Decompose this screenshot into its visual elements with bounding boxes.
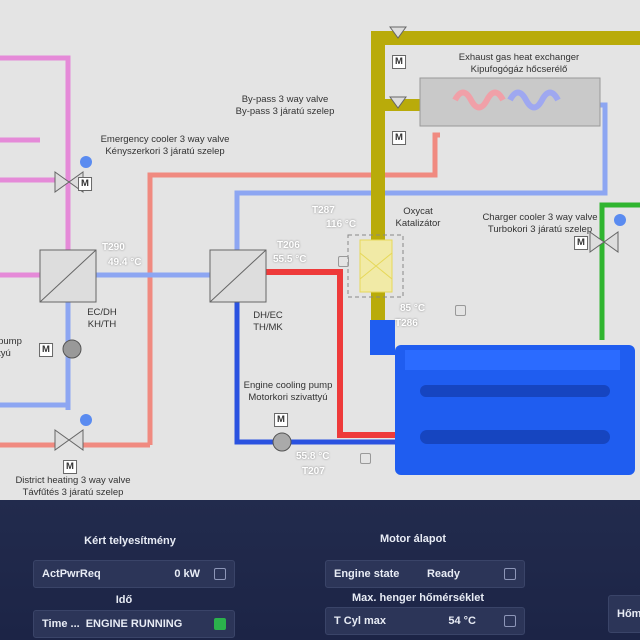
heat-exchanger-ec-dh[interactable] [39, 249, 97, 303]
motor-icon: M [574, 236, 588, 250]
motor-icon: M [39, 343, 53, 357]
t286-tag: T286 [395, 318, 418, 329]
edit-icon[interactable] [214, 568, 226, 580]
exhaust-heat-exchanger[interactable] [419, 77, 601, 127]
motor-icon: M [63, 460, 77, 474]
max-cyl-temp-heading: Max. henger hőmérséklet [351, 592, 485, 604]
edit-icon[interactable] [455, 305, 466, 316]
edit-icon[interactable] [360, 453, 371, 464]
field-value: 54 °C [448, 615, 476, 627]
edit-icon[interactable] [504, 568, 516, 580]
engine-state-field[interactable]: Engine state Ready [325, 560, 525, 588]
pump-left[interactable] [62, 339, 82, 359]
t206-value: 55.5 °C [273, 254, 307, 265]
field-label: Hőm [617, 608, 640, 620]
engine-cooling-outlet-pipe [265, 269, 395, 438]
pump-left-label: pumptyú [0, 336, 22, 359]
oxycat-catalyst[interactable] [347, 234, 404, 298]
requested-power-field[interactable]: ActPwrReq 0 kW [33, 560, 235, 588]
field-label: Engine state [334, 568, 400, 580]
temperature-field-partial[interactable]: Hőm [608, 595, 640, 633]
field-label: T Cyl max [334, 615, 386, 627]
salmon-circuit [0, 132, 440, 448]
valves[interactable] [54, 26, 619, 451]
t287-tag: T287 [312, 205, 335, 216]
lightblue-circuit [0, 102, 608, 410]
motor-icon: M [274, 413, 288, 427]
engine-cooling-pump[interactable] [272, 432, 292, 452]
valve-status-leds [80, 156, 626, 426]
t290-tag: T290 [102, 242, 125, 253]
motor-icon: M [392, 55, 406, 69]
motor-state-heading: Motor álapot [380, 533, 446, 545]
motor-icon: M [392, 131, 406, 145]
t290-value: 49.4 °C [108, 257, 142, 268]
engine-cooling-return-pipe [234, 300, 395, 445]
field-label: ActPwrReq [42, 568, 101, 580]
edit-icon[interactable] [504, 615, 516, 627]
t207-tag: T207 [302, 466, 325, 477]
t287-value: 116 °C [326, 219, 357, 230]
time-heading: Idő [115, 594, 133, 606]
field-value: Ready [426, 568, 460, 580]
field-value: 0 kW [174, 568, 200, 580]
green-circuit [599, 202, 640, 340]
t286-value: 85 °C [400, 303, 426, 314]
engine[interactable] [370, 320, 635, 475]
requested-power-heading: Kért telyesítmény [84, 535, 176, 547]
edit-icon[interactable] [338, 256, 349, 267]
t-cyl-max-field[interactable]: T Cyl max 54 °C [325, 607, 525, 635]
exhaust-pipe [371, 31, 640, 320]
heat-exchanger-dh-ec[interactable] [209, 249, 267, 303]
t206-tag: T206 [277, 240, 300, 251]
edit-icon[interactable] [214, 618, 226, 630]
field-value: ENGINE RUNNING [85, 618, 183, 630]
field-label: Time ... [42, 618, 80, 630]
status-panel: Kért telyesítmény ActPwrReq 0 kW Idő Tim… [0, 500, 640, 640]
pink-circuit [0, 55, 71, 278]
motor-icon: M [78, 177, 92, 191]
time-field[interactable]: Time ... ENGINE RUNNING [33, 610, 235, 638]
t207-value: 55.8 °C [296, 451, 330, 462]
process-diagram [0, 26, 640, 475]
